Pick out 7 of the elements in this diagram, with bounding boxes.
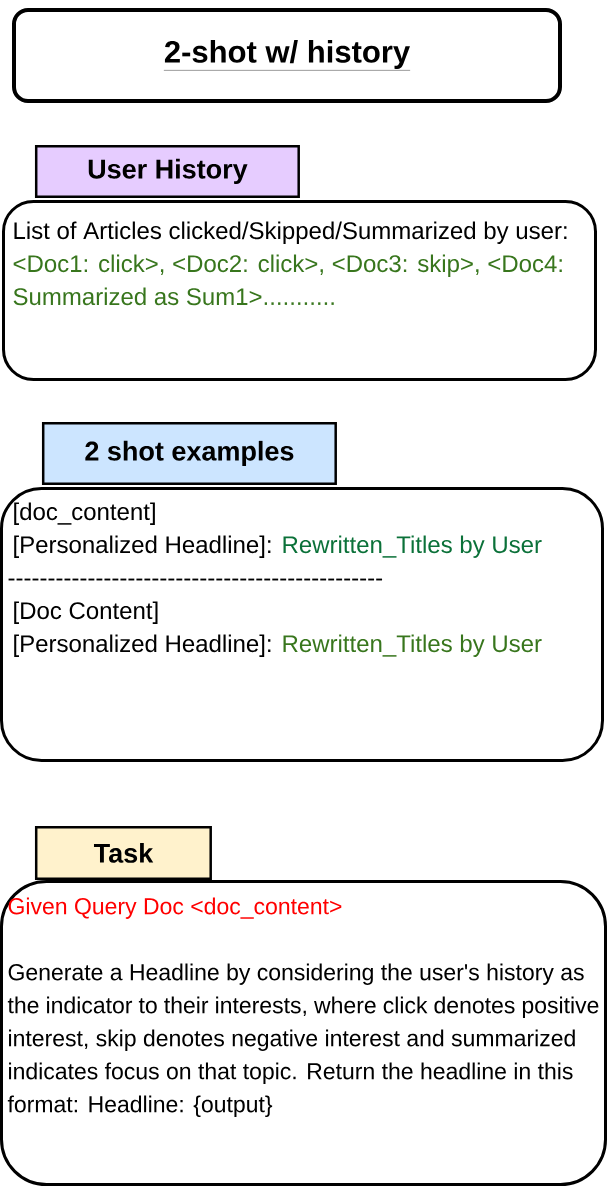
prompt-box: List of Articles clicked/Skipped/Summarized by user: <Doc1: click>, <Doc2: click>, <Doc3: skip>, <Doc4: Summarized as Sum1>...........	[2, 200, 597, 381]
prompt-box: Given Query Doc <doc_content> Generate a Headline by considering the user's history as the indicator to their interests, where click denotes positive interest, skip denotes negative interest and summarized indicates focus on that topic. Return the headline in this format: Headline: {output}	[0, 880, 607, 1186]
prompt-box: [doc_content] [Personalized Headline]: Rewritten_Titles by User ----------------------------------------------- [Doc Content] [Personalized Headline]: Rewritten_Titles by User	[0, 487, 604, 762]
section-tab: 2 shot examples	[41, 421, 337, 485]
title-box: 2-shot w/ history	[12, 8, 562, 103]
section-tab: Task	[34, 825, 212, 880]
section-tab: User History	[34, 144, 300, 198]
